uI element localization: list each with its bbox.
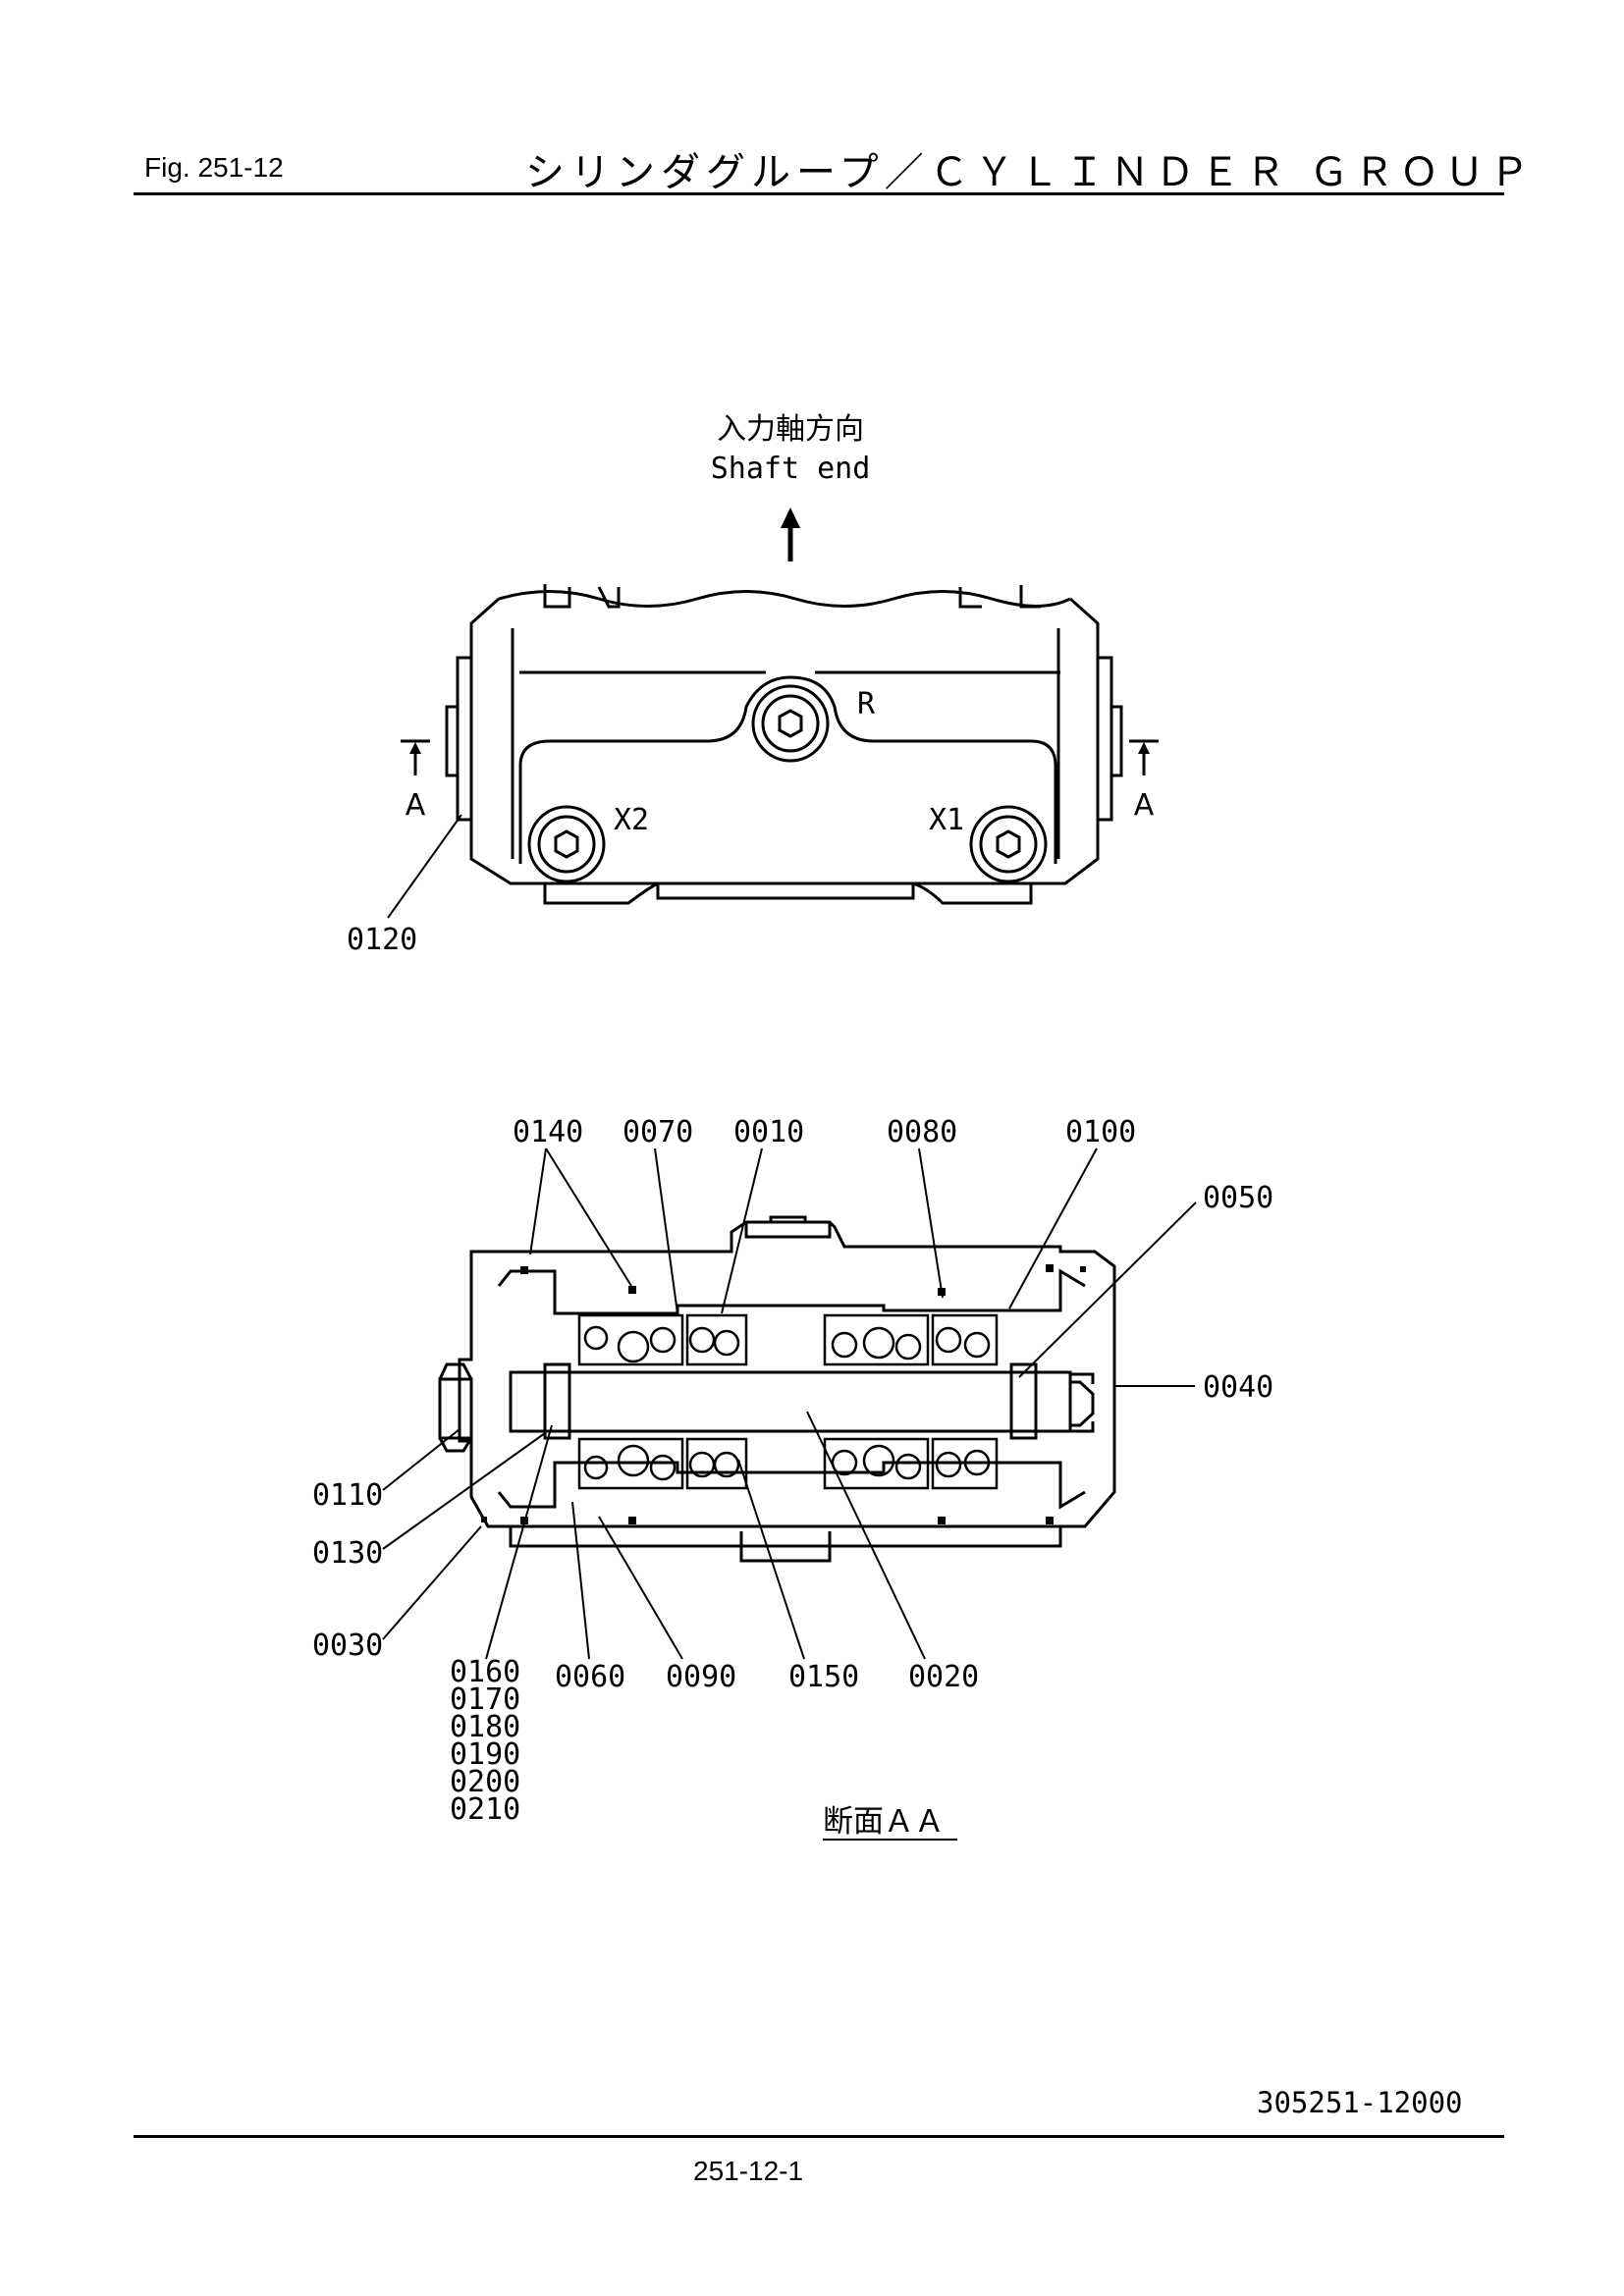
callout-0180: 0180	[450, 1710, 520, 1744]
cylinder-body-top	[445, 584, 1123, 905]
callout-0010: 0010	[733, 1115, 804, 1149]
callout-0170: 0170	[450, 1682, 520, 1717]
figure-label: Fig. 251-12	[144, 152, 284, 183]
callout-0130: 0130	[312, 1536, 383, 1571]
port-r-label: R	[857, 687, 876, 721]
section-aa-title: 断面ＡＡ	[823, 1804, 945, 1840]
callout-stack: 0160 0170 0180 0190 0200 0210	[450, 1655, 520, 1827]
section-mark-right-label: A	[1134, 788, 1155, 823]
leader-lines	[382, 1148, 1197, 1660]
callout-0200: 0200	[450, 1765, 520, 1799]
o-rings	[481, 1264, 1086, 1524]
callout-0050: 0050	[1203, 1181, 1273, 1215]
callout-0020: 0020	[908, 1660, 979, 1694]
callout-0100: 0100	[1065, 1115, 1136, 1149]
shaft-direction-jp: 入力軸方向	[717, 412, 864, 447]
top-view: 入力軸方向 Shaft end	[347, 412, 1159, 957]
bolt-x2-icon	[527, 805, 606, 883]
leader-0120	[387, 814, 462, 919]
shaft-direction-en: Shaft end	[711, 452, 871, 486]
footer-rule	[134, 2135, 1504, 2138]
callout-0160: 0160	[450, 1655, 520, 1689]
section-view: 0140 0070 0010 0080 0100 0050 0040 0110 …	[312, 1115, 1273, 1841]
spring-assembly-right	[823, 1313, 999, 1490]
callout-0190: 0190	[450, 1737, 520, 1772]
spring-assembly-left	[577, 1313, 748, 1490]
callout-0090: 0090	[666, 1660, 736, 1694]
bolt-x1-icon	[969, 805, 1048, 883]
cylinder-housing-section	[438, 1215, 1116, 1563]
port-x1-label: X1	[929, 803, 964, 837]
section-marker-left	[401, 739, 430, 775]
header-rule	[134, 192, 1504, 195]
callout-0210: 0210	[450, 1792, 520, 1827]
section-mark-left-label: A	[406, 788, 426, 823]
callout-0030: 0030	[312, 1629, 383, 1663]
callout-0060: 0060	[555, 1660, 625, 1694]
page-number: 251-12-1	[693, 2156, 804, 2186]
callout-0150: 0150	[788, 1660, 859, 1694]
callout-0120: 0120	[347, 923, 417, 957]
callout-0080: 0080	[887, 1115, 957, 1149]
port-x2-label: X2	[614, 803, 649, 837]
shaft-arrow-icon	[781, 507, 800, 561]
page-header: Fig. 251-12 シリンダグループ／ＣＹＬＩＮＤＥＲ ＧＲＯＵＰ	[0, 0, 1624, 196]
bolt-r-icon	[751, 684, 830, 763]
callout-0040: 0040	[1203, 1370, 1273, 1405]
callout-0110: 0110	[312, 1478, 383, 1513]
page-title: シリンダグループ／ＣＹＬＩＮＤＥＲ ＧＲＯＵＰ	[525, 150, 1536, 195]
section-marker-right	[1129, 739, 1159, 775]
callout-0140: 0140	[513, 1115, 583, 1149]
callout-0070: 0070	[623, 1115, 693, 1149]
document-number: 305251-12000	[1257, 2086, 1463, 2119]
